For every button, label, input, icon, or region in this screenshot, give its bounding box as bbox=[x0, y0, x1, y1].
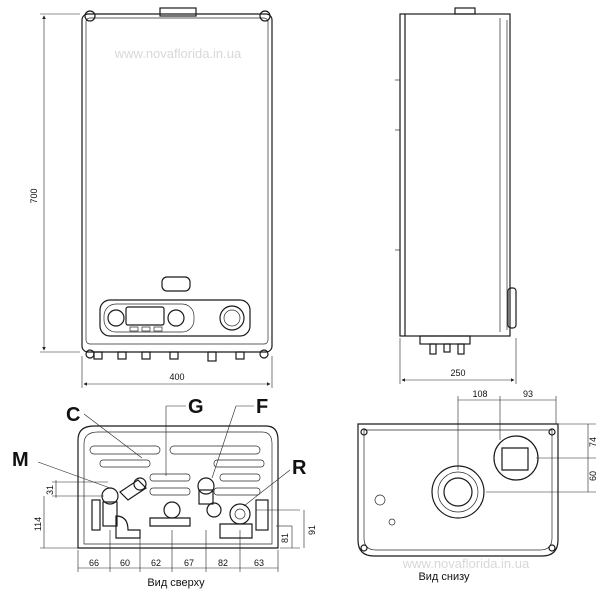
bottom-view-outline bbox=[357, 423, 559, 557]
front-mount-left bbox=[84, 10, 96, 22]
dim-114: 114 bbox=[33, 517, 43, 531]
top-view-fittings bbox=[91, 477, 269, 539]
dim-63: 63 bbox=[254, 558, 264, 568]
control-display-frame bbox=[103, 303, 195, 333]
front-casing bbox=[81, 13, 273, 353]
front-height-label: 700 bbox=[29, 188, 39, 203]
dim-60-bottom: 60 bbox=[588, 471, 598, 481]
front-view: 700 400 bbox=[29, 7, 273, 388]
dim-93: 93 bbox=[523, 389, 533, 399]
dim-66: 66 bbox=[89, 558, 99, 568]
side-casing bbox=[399, 13, 511, 337]
side-flue-stub bbox=[454, 7, 476, 15]
side-bottom-connections bbox=[419, 335, 471, 355]
front-width-label: 400 bbox=[169, 372, 184, 382]
dim-82: 82 bbox=[218, 558, 228, 568]
front-bottom-connections bbox=[85, 349, 269, 362]
control-knob-left bbox=[107, 309, 125, 327]
bottom-view: 108 93 74 60 Вид снизу bbox=[357, 389, 598, 583]
watermark-top: www.novaflorida.in.ua bbox=[114, 46, 242, 61]
control-button-1 bbox=[129, 326, 139, 332]
logo-badge bbox=[161, 276, 191, 292]
dim-91: 91 bbox=[307, 525, 317, 535]
dim-81: 81 bbox=[280, 533, 290, 543]
pressure-gauge bbox=[219, 305, 245, 331]
control-display bbox=[125, 306, 165, 326]
label-g: G bbox=[188, 396, 204, 418]
top-view: C G F M R 66 60 62 67 82 63 31 114 bbox=[12, 396, 317, 589]
top-view-outline bbox=[77, 425, 279, 549]
front-flue-stub bbox=[159, 7, 197, 17]
label-f: F bbox=[256, 396, 268, 418]
top-view-slots bbox=[89, 445, 265, 496]
pressure-gauge-inner bbox=[223, 309, 241, 327]
control-knob-right bbox=[167, 309, 185, 327]
side-view: 250 bbox=[395, 7, 517, 384]
control-button-3 bbox=[153, 326, 163, 332]
dim-108: 108 bbox=[472, 389, 487, 399]
watermark-bottom: www.novaflorida.in.ua bbox=[402, 556, 530, 571]
dim-67: 67 bbox=[184, 558, 194, 568]
label-c: C bbox=[66, 404, 80, 426]
air-intake bbox=[493, 435, 539, 481]
label-m: M bbox=[12, 449, 29, 471]
control-panel bbox=[99, 299, 251, 337]
label-r: R bbox=[292, 457, 307, 479]
front-panel bbox=[85, 17, 269, 345]
dim-74: 74 bbox=[588, 437, 598, 447]
top-view-caption: Вид сверху bbox=[147, 577, 205, 589]
side-depth-label: 250 bbox=[450, 368, 465, 378]
flue-outlet-outer bbox=[431, 465, 485, 519]
flue-outlet-inner bbox=[443, 477, 473, 507]
side-gauge-bulge bbox=[507, 287, 517, 329]
control-button-2 bbox=[141, 326, 151, 332]
dim-31: 31 bbox=[45, 485, 55, 495]
dim-60: 60 bbox=[120, 558, 130, 568]
dim-62: 62 bbox=[151, 558, 161, 568]
front-mount-right bbox=[259, 10, 271, 22]
bottom-view-caption: Вид снизу bbox=[418, 571, 470, 583]
